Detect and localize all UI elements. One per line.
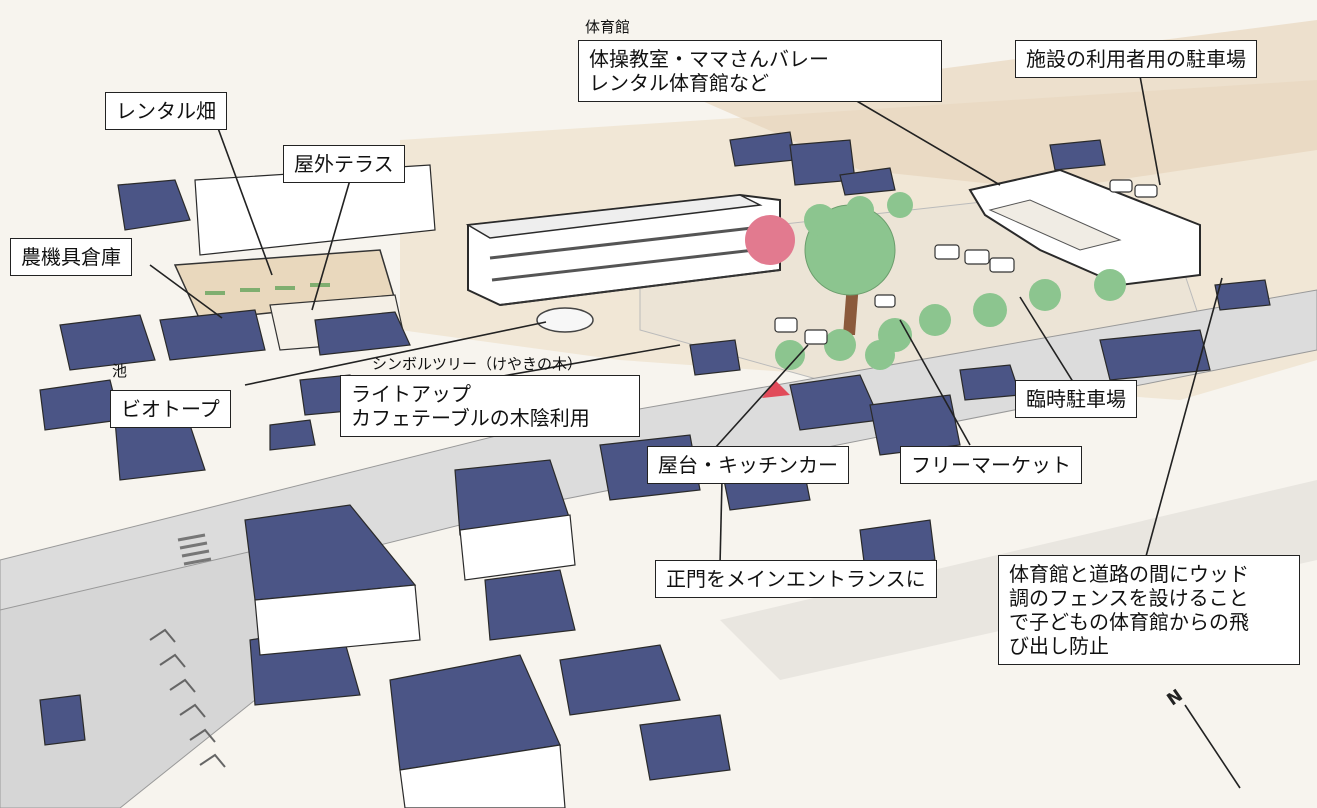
fence-note-line4: び出し防止 [1009, 634, 1109, 658]
gym-uses-line2: レンタル体育館など [589, 71, 769, 95]
fence-note-callout: 体育館と道路の間にウッド 調のフェンスを設けること で子どもの体育館からの飛 び… [998, 555, 1300, 665]
food-stall-callout: 屋台・キッチンカー [647, 446, 849, 484]
road-chevrons [149, 628, 226, 768]
gym-uses-callout: 体操教室・ママさんバレー レンタル体育館など [578, 40, 942, 102]
gym-uses-line1: 体操教室・ママさんバレー [589, 47, 829, 71]
lightup-callout: ライトアップ カフェテーブルの木陰利用 [340, 375, 640, 437]
main-gate-marker [762, 380, 790, 398]
fence-note-line1: 体育館と道路の間にウッド [1009, 562, 1249, 586]
rental-field-callout: レンタル畑 [105, 92, 227, 130]
parking-users-callout: 施設の利用者用の駐車場 [1015, 40, 1257, 78]
fence-note-line2: 調のフェンスを設けること [1009, 586, 1249, 610]
pond-label: 池 [112, 362, 128, 380]
symbol-tree-label: シンボルツリー（けやきの木） [372, 355, 583, 373]
lightup-line1: ライトアップ [351, 382, 471, 406]
school-building [465, 193, 781, 307]
pond [536, 307, 594, 333]
main-gate-callout: 正門をメインエントランスに [655, 560, 937, 598]
fence-note-line3: で子どもの体育館からの飛 [1009, 610, 1249, 634]
lightup-line2: カフェテーブルの木陰利用 [351, 406, 590, 430]
biotope-callout: ビオトープ [110, 390, 231, 428]
vehicles [774, 179, 1158, 345]
crosswalk [177, 533, 212, 566]
gym-small-label: 体育館 [585, 18, 631, 36]
outdoor-terrace-callout: 屋外テラス [283, 145, 405, 183]
gymnasium [968, 168, 1201, 287]
temp-parking-callout: 臨時駐車場 [1015, 380, 1137, 418]
leader-lines [149, 75, 1241, 789]
farm-shed-callout: 農機具倉庫 [10, 238, 132, 276]
flea-market-callout: フリーマーケット [900, 446, 1082, 484]
